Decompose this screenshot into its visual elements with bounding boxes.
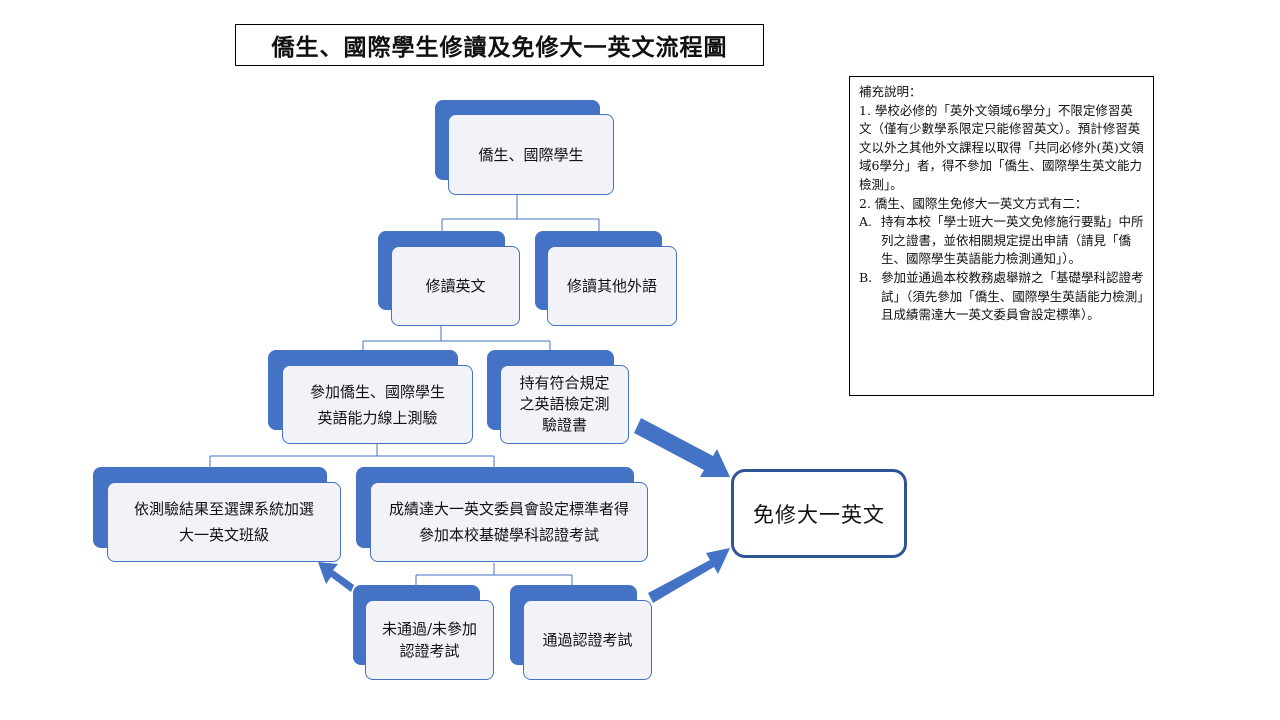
supplementary-notes: 補充說明： 1. 學校必修的「英外文領域6學分」不限定修習英文（僅有少數學系限定… (849, 76, 1154, 396)
notes-option-b-key: B. (859, 269, 873, 285)
node-placement-label: 依測驗結果至選課系統加選大一英文班級 (133, 500, 314, 544)
node-passed-label: 通過認證考試 (542, 631, 633, 649)
notes-option-a: A. 持有本校「學士班大一英文免修施行要點」中所列之證書，並依相關規定提出申請（… (859, 213, 1145, 269)
connector-exam-split (415, 563, 573, 589)
node-online-test-label: 參加僑生、國際學生英語能力線上測驗 (309, 382, 445, 427)
notes-heading: 補充說明： (859, 84, 922, 99)
page-title: 僑生、國際學生修讀及免修大一英文流程圖 (235, 24, 764, 66)
notes-option-b: B. 參加並通過本校教務處舉辦之「基礎學科認證考試」（須先參加「僑生、國際學生英… (859, 269, 1145, 325)
node-students-label: 僑生、國際學生 (478, 145, 584, 164)
notes-item-1: 1. 學校必修的「英外文領域6學分」不限定修習英文（僅有少數學系限定只能修習英文… (859, 102, 1144, 192)
arrow-passed-to-exempt (648, 548, 730, 603)
connector-test-split (209, 444, 495, 470)
notes-option-a-key: A. (859, 214, 873, 230)
connector-students-split (441, 195, 600, 233)
notes-item-2: 2. 僑生、國際生免修大一英文方式有二： (859, 195, 1088, 211)
arrow-failed-to-placement (318, 562, 354, 592)
notes-option-b-text: 參加並通過本校教務處舉辦之「基礎學科認證考試」（須先參加「僑生、國際學生英語能力… (881, 269, 1144, 323)
node-has-certificate-label: 持有符合規定之英語檢定測驗證書 (519, 374, 610, 434)
connector-english-split (362, 326, 551, 351)
node-exempt-label: 免修大一英文 (753, 502, 885, 527)
node-qualified-label: 成績達大一英文委員會設定標準者得參加本校基礎學科認證考試 (388, 500, 629, 544)
notes-option-a-text: 持有本校「學士班大一英文免修施行要點」中所列之證書，並依相關規定提出申請（請見「… (881, 214, 1144, 267)
node-take-english-label: 修讀英文 (425, 277, 486, 295)
node-other-language-label: 修讀其他外語 (566, 277, 657, 295)
node-failed-label: 未通過/未參加認證考試 (381, 620, 478, 660)
node-exempt: 免修大一英文 (731, 469, 907, 558)
arrow-cert-to-exempt (634, 418, 730, 477)
